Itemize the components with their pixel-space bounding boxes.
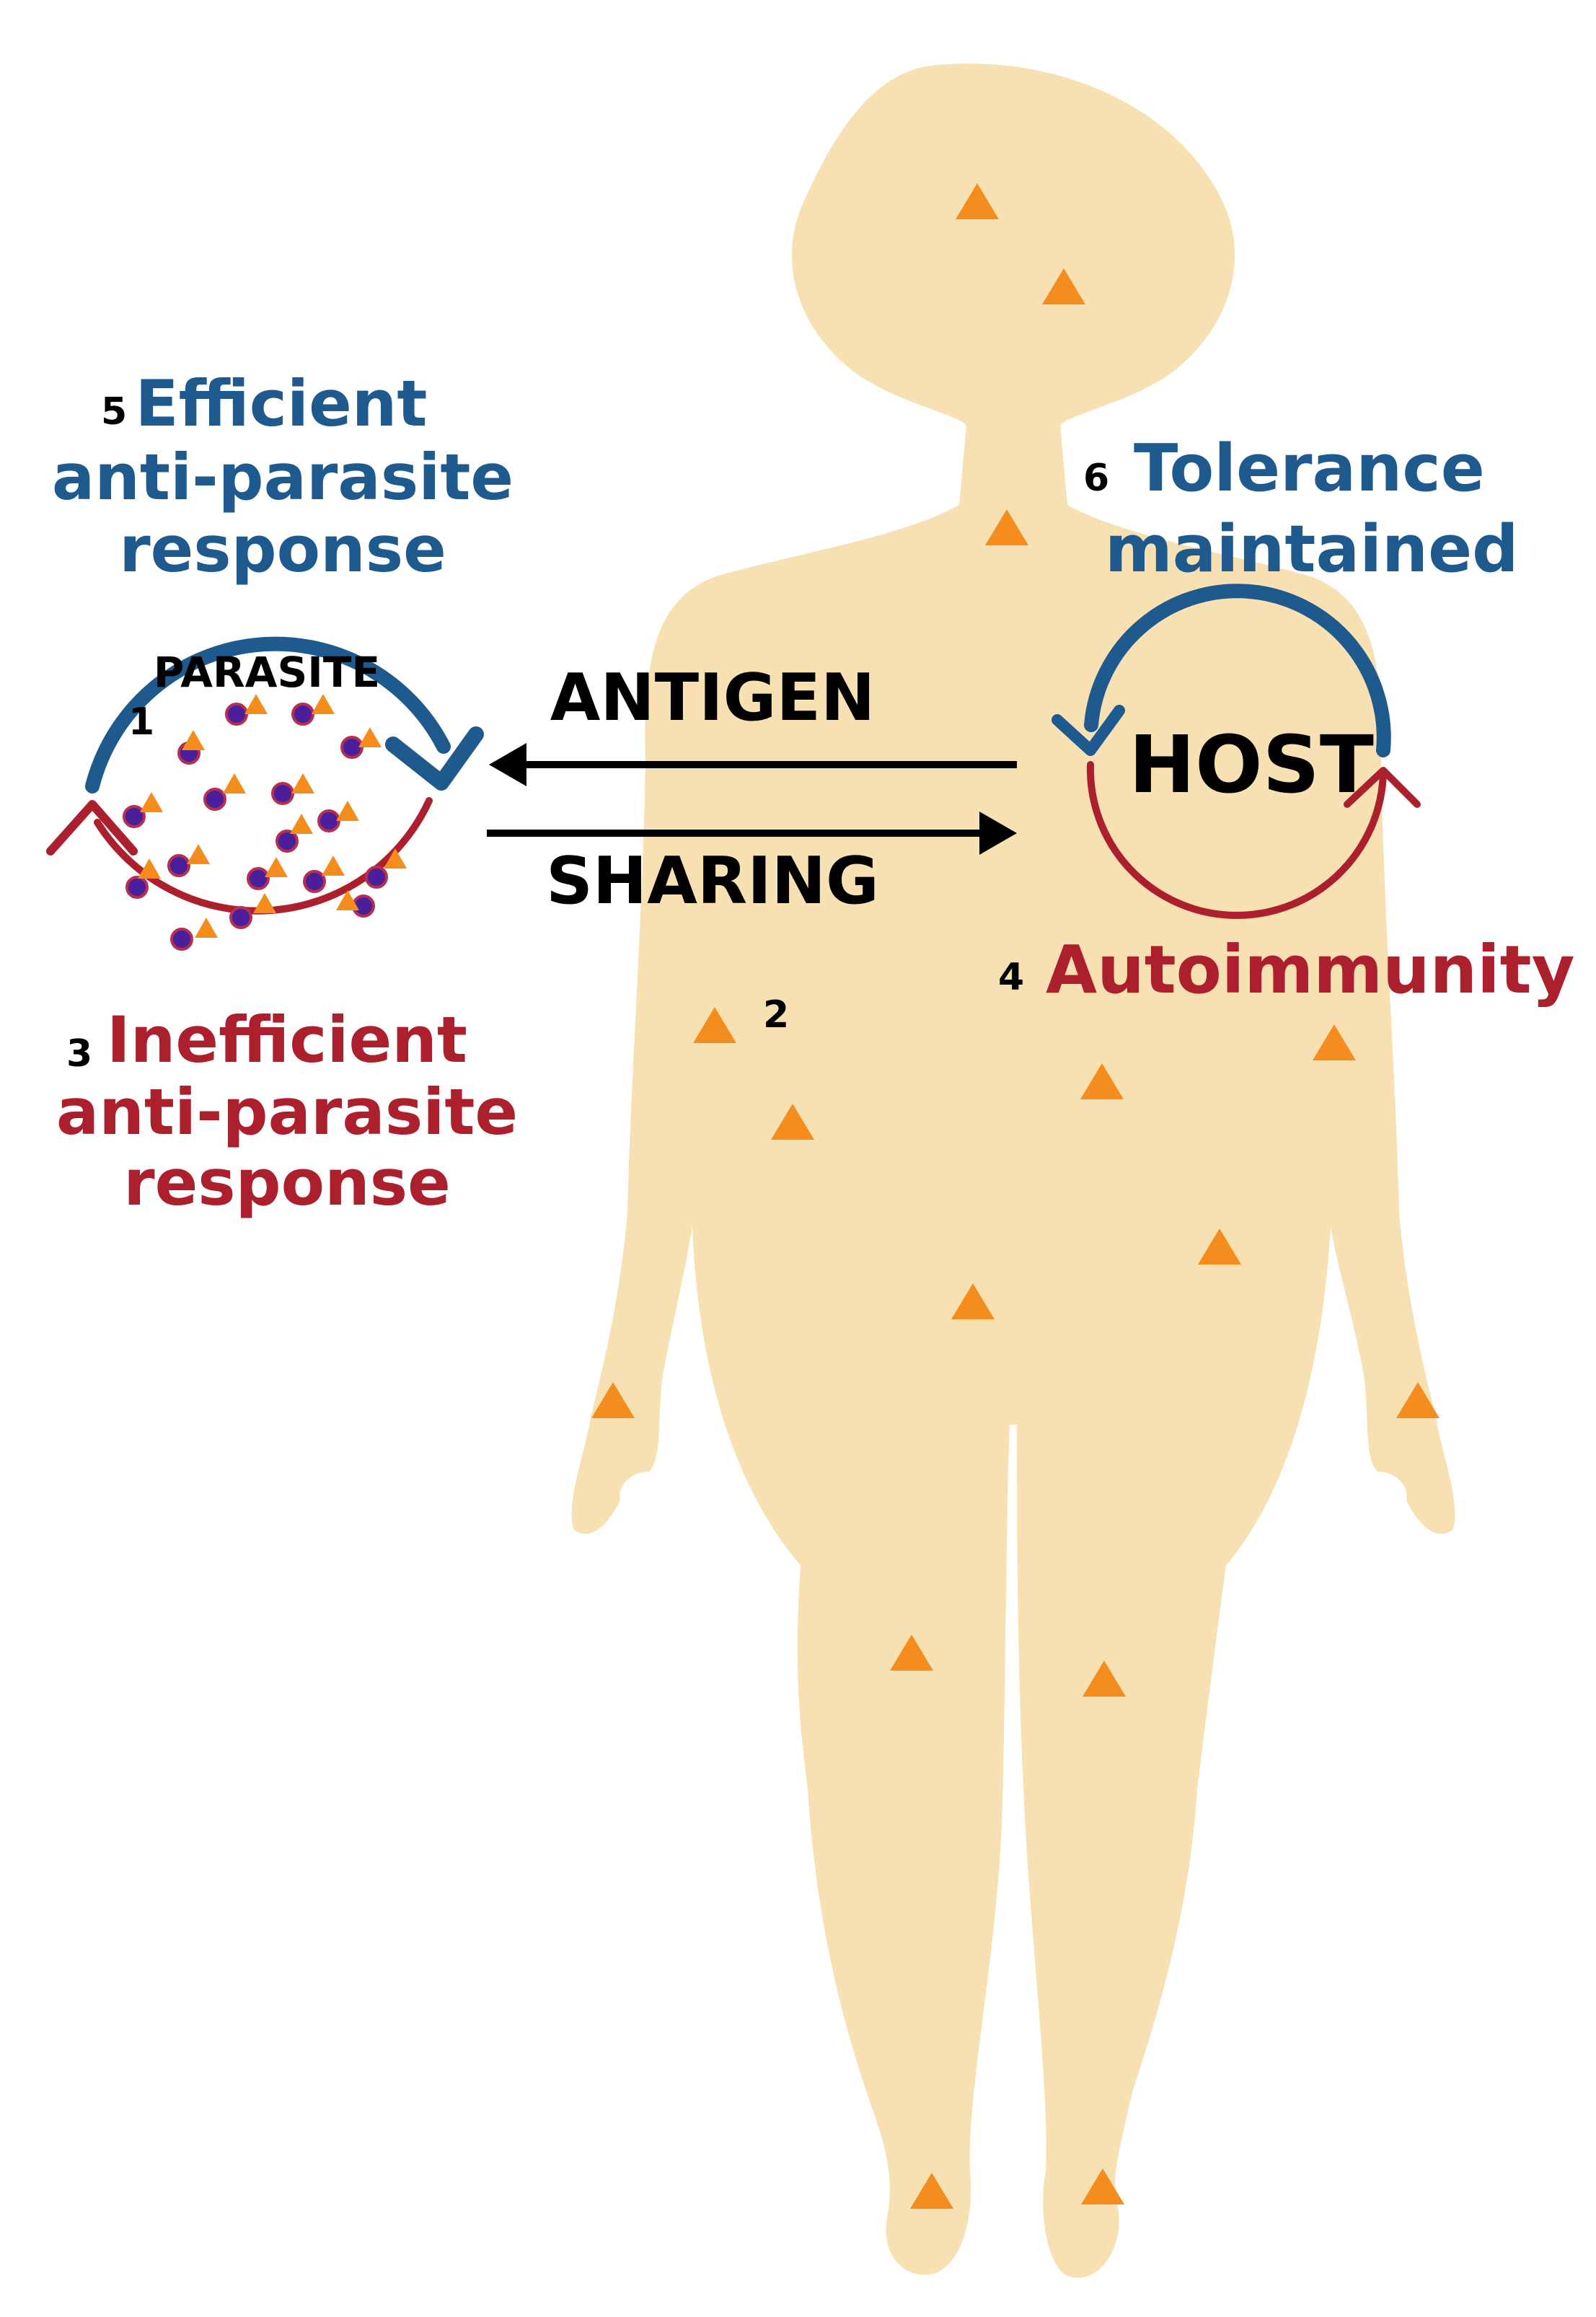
inefficient-line-1: Inefficient [107, 1003, 467, 1077]
antigen-triangle [384, 848, 407, 869]
autoimmunity-number: 4 [998, 956, 1024, 999]
parasite-efficient-arc [85, 636, 451, 793]
antigen-triangle [1396, 1382, 1440, 1418]
antigen-triangle [336, 890, 359, 910]
antigen-triangle [985, 509, 1028, 545]
body-antigens [591, 183, 1440, 2209]
parasite-dot [247, 867, 270, 890]
antigen-triangle [1042, 268, 1085, 304]
sharing-label: SHARING [546, 843, 879, 919]
antigen-triangle [265, 857, 288, 877]
parasite-antigens [138, 694, 407, 938]
arrow-to-host-head [979, 812, 1017, 855]
antigen-triangle [140, 792, 163, 812]
antigen-triangle [1083, 1661, 1126, 1697]
antigen-triangle [951, 1283, 995, 1319]
antigen-triangle [1081, 2168, 1124, 2204]
antigen-triangle [322, 856, 345, 876]
parasite-dot [291, 703, 314, 726]
parasite-dot [125, 876, 149, 899]
parasite-dot [365, 866, 388, 889]
antigen-triangle [1080, 1063, 1124, 1099]
antigen-triangle [187, 844, 210, 864]
inefficient-line-3: response [123, 1146, 451, 1220]
antigen-triangle [291, 773, 314, 793]
antigen-triangle [195, 918, 218, 938]
antigen-triangle [956, 183, 999, 219]
parasite-dot [123, 805, 146, 828]
efficient-line-3: response [119, 512, 446, 586]
antigen-label: ANTIGEN [550, 660, 876, 736]
inefficient-line-2: anti-parasite [56, 1075, 518, 1149]
antigen-triangle [910, 2173, 953, 2209]
antigen-triangle [693, 1007, 736, 1043]
parasite-efficient-arrowhead [385, 726, 484, 791]
antigen-triangle [1313, 1024, 1356, 1060]
antigen-triangle [1198, 1228, 1241, 1265]
antigen-triangle [223, 773, 246, 793]
parasite-dot [225, 703, 248, 726]
host-label: HOST [1129, 718, 1374, 811]
antigen-triangle [336, 801, 359, 821]
antigen-triangle [358, 727, 382, 747]
parasite-number: 1 [128, 700, 154, 744]
parasite-dot [275, 830, 299, 853]
efficient-line-2: anti-parasite [52, 440, 513, 514]
antigen-triangle [591, 1382, 635, 1418]
tolerance-line-2: maintained [1105, 511, 1519, 587]
host-tolerance-arrowhead [1051, 705, 1125, 756]
autoimmunity-label: Autoimmunity [1046, 931, 1575, 1008]
inefficient-number: 3 [66, 1032, 92, 1076]
antigen-triangle [182, 730, 205, 750]
host-cycle [1051, 584, 1421, 920]
tolerance-line-1: Tolerance [1134, 431, 1485, 506]
host-autoimmunity-arrowhead [1344, 767, 1421, 808]
arrow-to-parasite-head [489, 743, 526, 786]
antigen-sharing-arrows [487, 743, 1017, 855]
antigen-triangle [771, 1104, 814, 1140]
host-autoimmunity-arc [1086, 761, 1387, 920]
parasite-inefficient-arc [94, 797, 433, 915]
antigen-triangle [312, 694, 335, 714]
parasite-inefficient-arrowhead [46, 800, 138, 856]
tolerance-number: 6 [1083, 457, 1109, 500]
efficient-number: 5 [101, 390, 127, 434]
body-outline [571, 63, 1455, 2278]
text-labels: 5 Efficient anti-parasite response 1 PAR… [52, 366, 1575, 1220]
parasite-dot [167, 854, 190, 877]
antigen-triangle [290, 814, 313, 834]
parasite-dot [317, 809, 340, 832]
host-tolerance-arc [1084, 584, 1391, 757]
parasite-cells [123, 694, 407, 951]
antigen-triangle [890, 1635, 933, 1671]
parasite-dot [170, 928, 193, 951]
antigen-triangle [253, 893, 276, 913]
antigen-triangle [138, 858, 161, 879]
parasite-dot [203, 788, 226, 811]
body-silhouette [571, 63, 1455, 2278]
parasite-dot [229, 906, 252, 929]
parasite-label: PARASITE [154, 648, 380, 697]
parasite-dot [303, 870, 326, 893]
efficient-line-1: Efficient [136, 366, 428, 441]
antigen-triangle [244, 694, 268, 714]
parasite-dots [123, 703, 388, 951]
parasite-dot [271, 782, 294, 805]
body-number: 2 [763, 993, 789, 1037]
